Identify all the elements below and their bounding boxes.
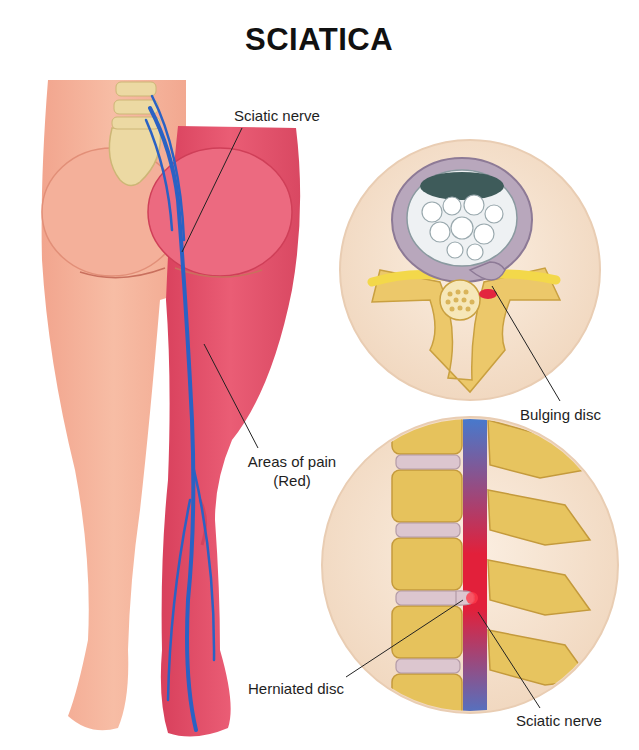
sciatic-nerve-root [146,96,184,240]
diagram-title: SCIATICA [245,22,393,58]
leader-line [204,344,258,448]
callout-label: Sciatic nerve [234,106,320,125]
disc-nucleus [407,170,517,266]
nucleus-cells [422,195,503,260]
nerve-fibres [446,290,475,312]
leader-line [346,600,463,677]
spinal-cord [463,410,487,730]
vertebral-arch [372,268,560,392]
callout-label: Bulging disc [520,405,601,424]
vertebral-bodies [392,408,462,726]
disc-dark-top [420,172,504,200]
spinal-canal [440,280,480,320]
callout-label: Herniated disc [248,679,344,698]
spinous-processes [488,420,590,685]
sciatic-nerve-main [150,108,196,730]
leader-line [478,612,540,708]
gluteal-fold [80,268,262,278]
inflammation [466,592,478,604]
callout-label: Sciatic nerve [516,711,602,730]
bulging-disc-view [340,140,600,401]
callout-label: Areas of pain (Red) [236,452,348,490]
leader-line [492,286,560,401]
discs [396,455,460,673]
inset-circle [340,140,600,400]
body-figure [42,80,301,737]
disc-annulus [392,158,532,282]
vertebra [112,117,160,129]
vertebra [116,82,156,96]
sciatic-nerve-branch [168,470,214,700]
herniated-disc-view [322,408,618,730]
leader-line [182,128,242,252]
